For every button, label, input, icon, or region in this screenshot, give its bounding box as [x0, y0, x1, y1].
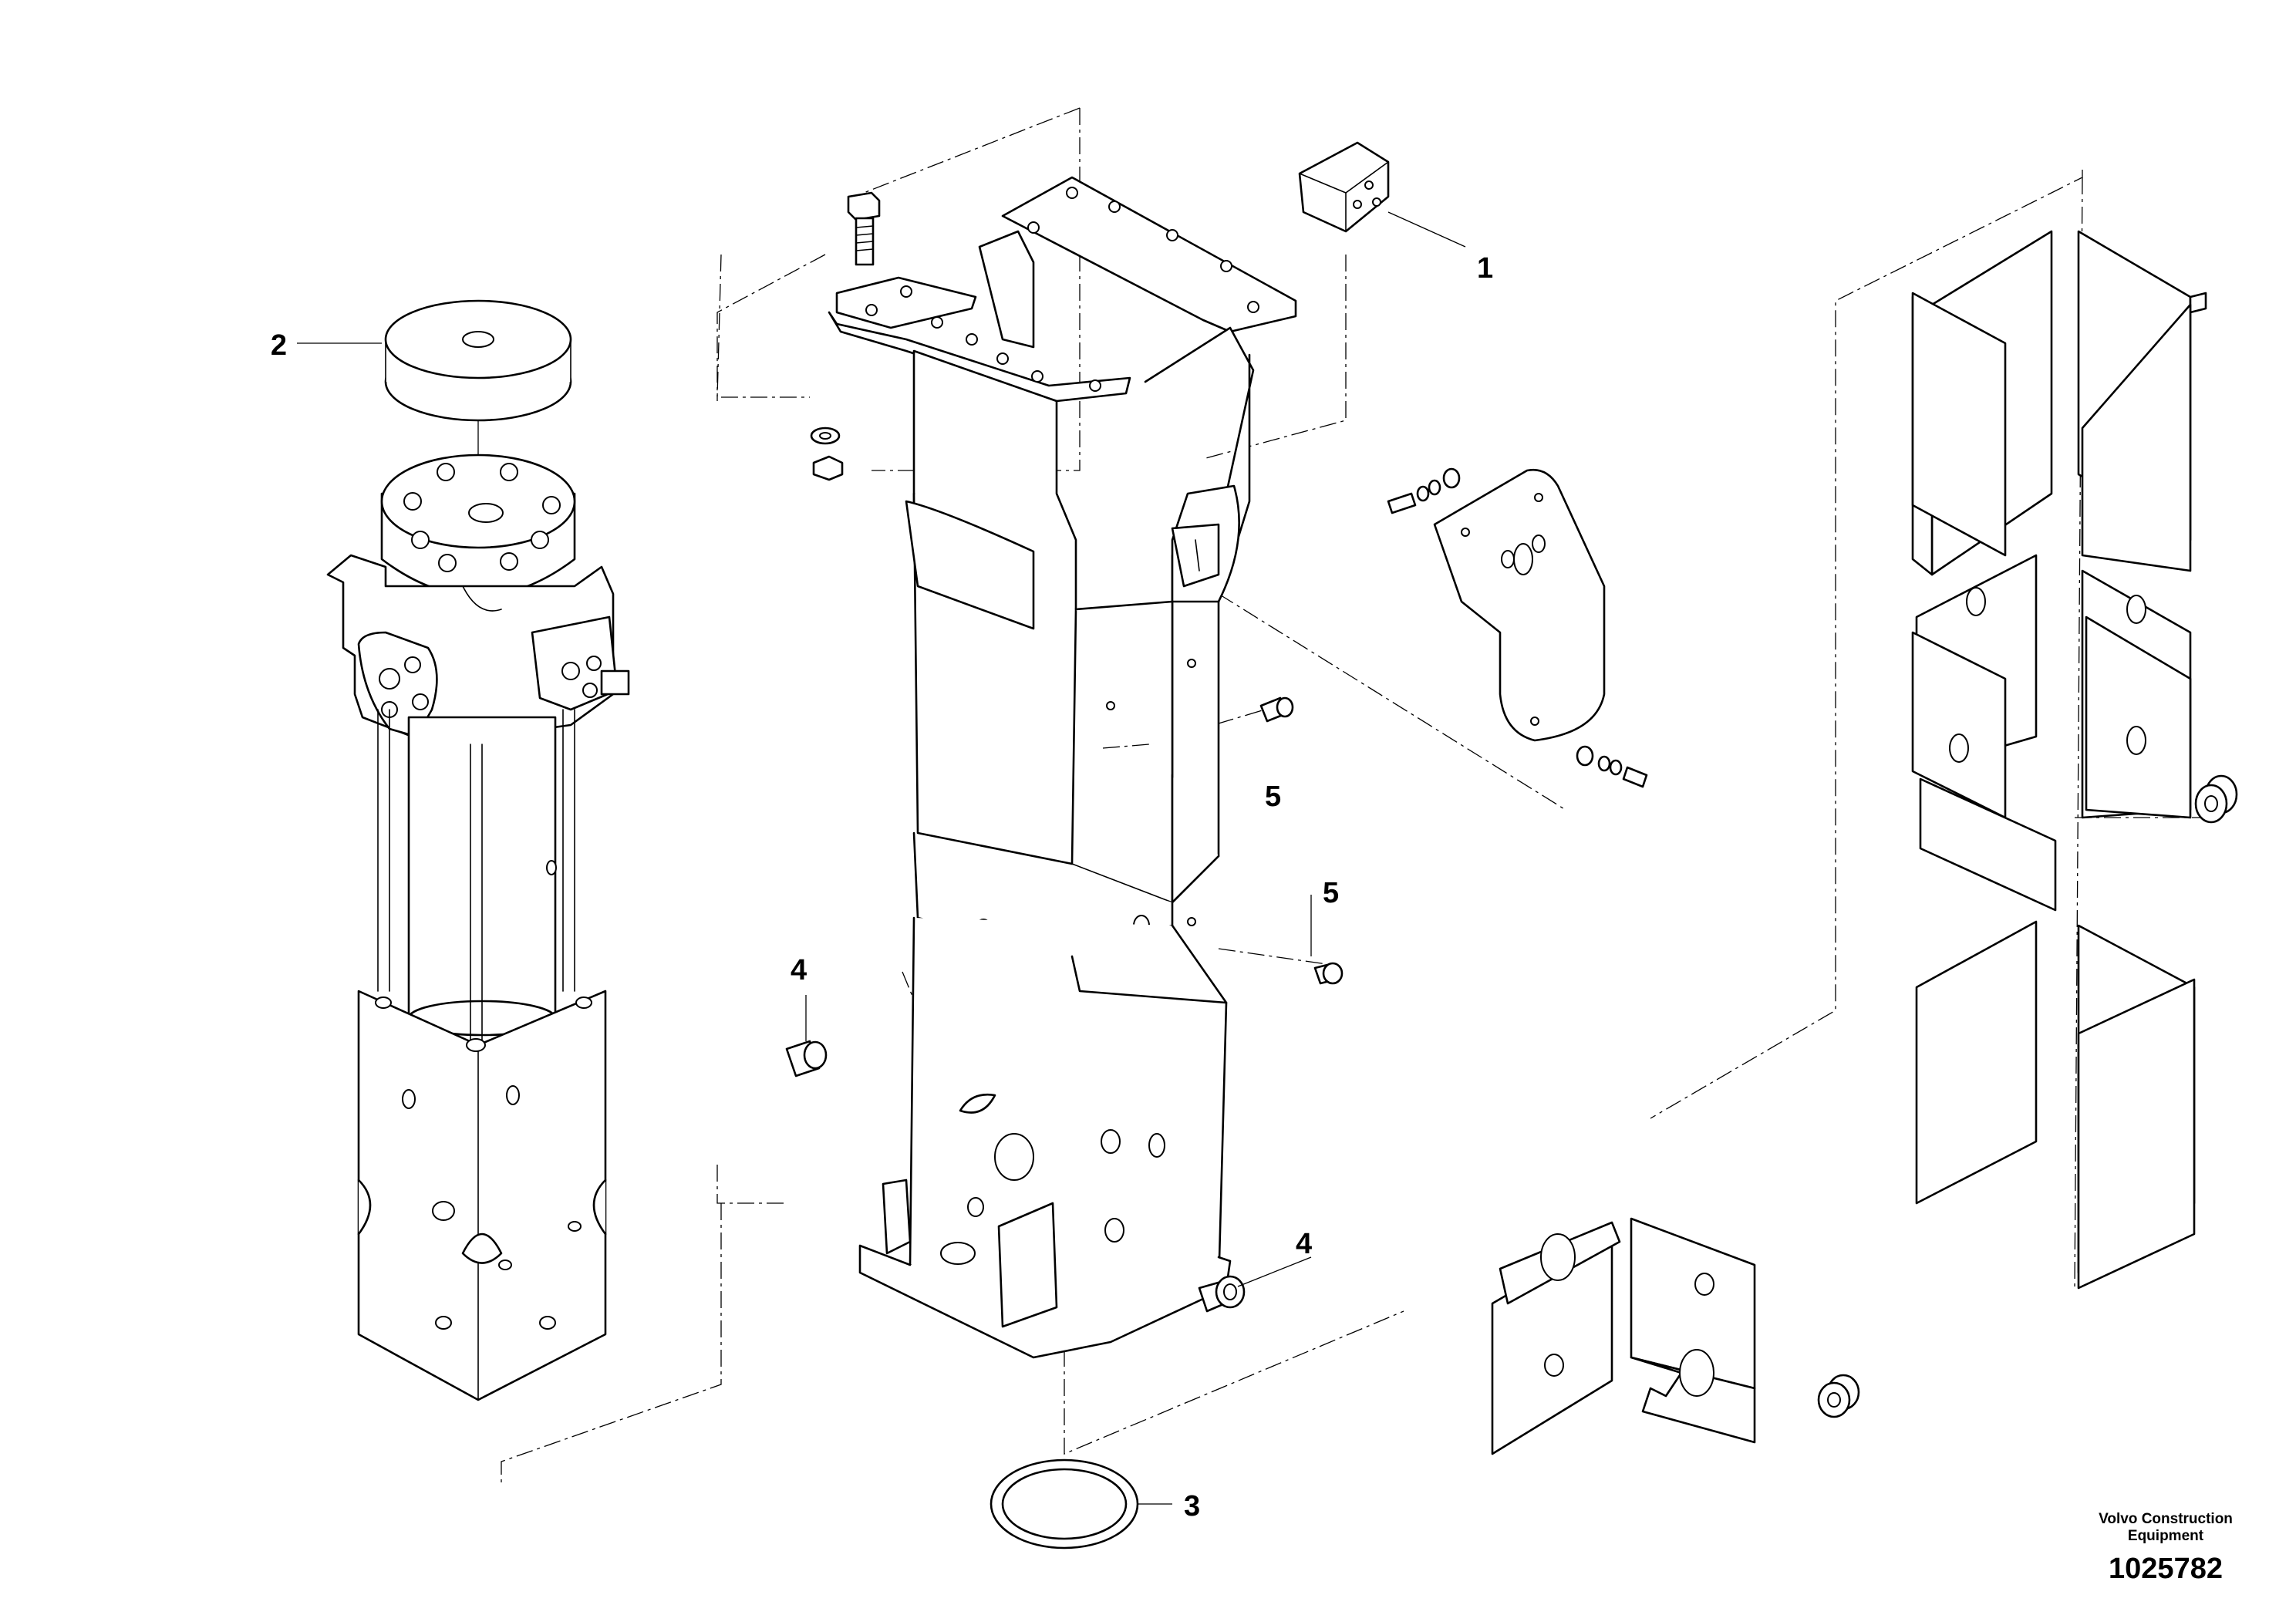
callout-label-4-right: 4 [1296, 1228, 1312, 1260]
wear-plates-upper [1911, 230, 2207, 576]
bracket-plug [1817, 1374, 1860, 1418]
brand-line-2: Equipment [2128, 1528, 2204, 1544]
callout-label-5-lower: 5 [1323, 877, 1339, 909]
plug-item-5-upper [1259, 696, 1294, 723]
cylinder-top-cap [380, 454, 576, 597]
housing-top-flange [828, 176, 1297, 403]
pad-item-1 [1298, 141, 1466, 248]
wear-plates-bottom-bracket [1491, 1217, 1860, 1455]
wear-plate-plug [2194, 774, 2238, 824]
screw-set-bottom [1576, 745, 1648, 788]
wear-plates-lower [1915, 920, 2196, 1290]
callout-label-4-left: 4 [791, 954, 807, 986]
housing-body [858, 230, 1255, 1359]
cylinder-assembly [326, 299, 630, 1401]
seal-ring-item-3 [990, 1458, 1172, 1549]
drawing-number: 1025782 [2109, 1553, 2223, 1585]
cylinder-tube [377, 709, 575, 1042]
bolt [847, 191, 881, 266]
drawing-footer: Volvo Construction Equipment 1025782 [2099, 1511, 2233, 1585]
plug-item-5-lower [1313, 962, 1344, 985]
callout-label-2: 2 [271, 329, 287, 362]
breaker-housing [810, 176, 1297, 1359]
damper-disc [384, 299, 572, 470]
callout-label-1: 1 [1477, 252, 1493, 285]
screw-set-top [1387, 467, 1461, 514]
callout-label-3: 3 [1184, 1490, 1200, 1523]
callout-labels: 1 2 3 4 4 5 5 [271, 252, 1493, 1523]
brand-line-1: Volvo Construction [2099, 1511, 2233, 1527]
wear-plates-middle [1911, 554, 2238, 912]
callout-label-5-upper: 5 [1265, 781, 1281, 813]
leader-lines [297, 342, 1312, 1287]
washer-and-nut [810, 427, 844, 481]
plug-item-4-left [785, 1040, 828, 1077]
plug-item-4-right [1198, 1275, 1246, 1313]
cylinder-lower-body [357, 990, 607, 1401]
bracket [1387, 467, 1648, 788]
